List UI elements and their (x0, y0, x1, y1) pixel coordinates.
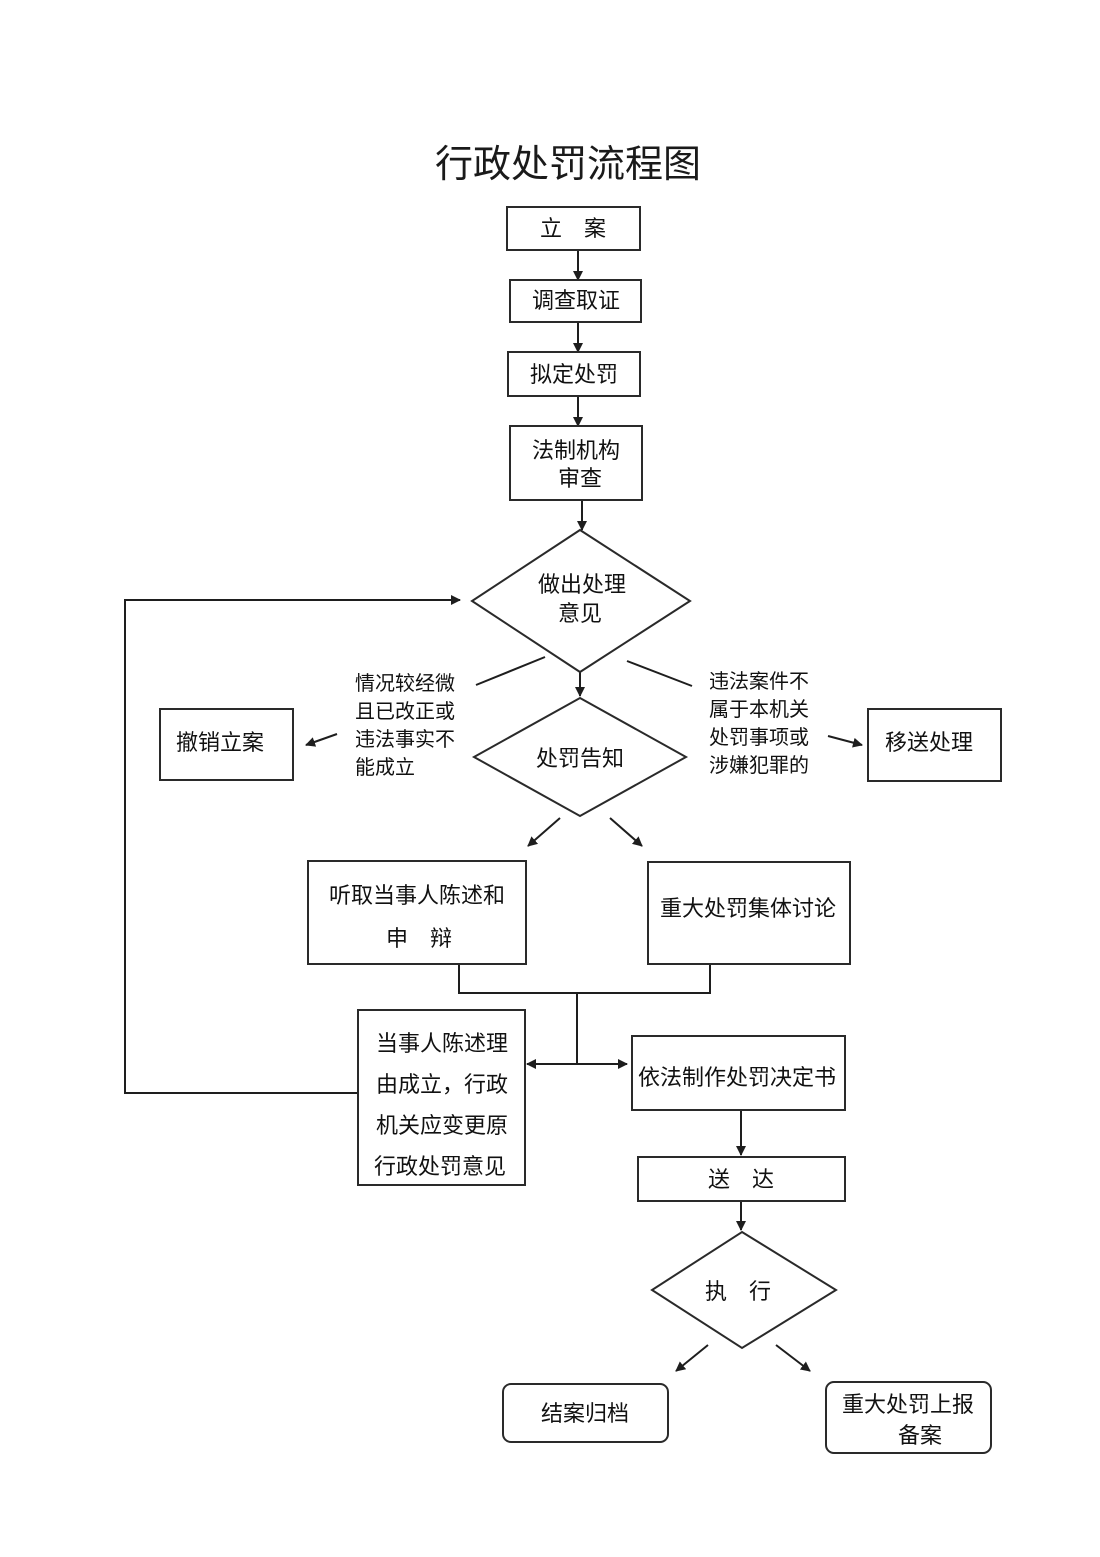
edge-zuochu-annotation-left (475, 656, 546, 686)
node-shangbao-label-1: 重大处罚上报 (842, 1393, 974, 1418)
annotation-right-line-1: 违法案件不 (709, 669, 809, 693)
node-shangbao-label-2: 备案 (898, 1424, 942, 1449)
edge-to-chexiao (305, 733, 338, 747)
node-chenshu-label-1: 当事人陈述理 (376, 1032, 508, 1057)
node-zhizuo-label: 依法制作处罚决定书 (638, 1066, 836, 1091)
edge-to-yisong (827, 735, 863, 748)
node-diaocha-label: 调查取证 (532, 289, 620, 314)
node-fazhi-label-1: 法制机构 (532, 439, 620, 464)
edge-zuochu-annotation-right (626, 660, 693, 687)
annotation-right: 违法案件不 属于本机关 处罚事项或 涉嫌犯罪的 (709, 669, 809, 777)
node-chenshu-label-4: 行政处罚意见 (374, 1155, 506, 1180)
node-diaocha: 调查取证 (509, 279, 642, 323)
node-tingqu-label-2: 申 辩 (386, 927, 452, 952)
edge-zhixing-shangbao (775, 1344, 811, 1372)
node-gaozhi: 处罚告知 (471, 696, 689, 818)
annotation-right-line-2: 属于本机关 (709, 697, 809, 721)
node-zhixing: 执 行 (650, 1230, 838, 1350)
node-tingqu: 听取当事人陈述和 申 辩 (307, 860, 527, 965)
annotation-left-line-1: 情况较经微 (355, 671, 455, 695)
edge-zhixing-jiean (675, 1344, 709, 1372)
node-zhixing-label: 执 行 (705, 1280, 771, 1305)
annotation-right-line-3: 处罚事项或 (709, 725, 809, 749)
node-jiean: 结案归档 (502, 1383, 669, 1443)
node-chenshu: 当事人陈述理 由成立，行政 机关应变更原 行政处罚意见 (357, 1009, 526, 1186)
connectors (124, 250, 863, 1372)
annotation-left-line-3: 违法事实不 (355, 727, 455, 751)
node-niding: 拟定处罚 (507, 351, 641, 397)
node-zhizuo: 依法制作处罚决定书 (631, 1035, 846, 1111)
node-niding-label: 拟定处罚 (530, 363, 618, 388)
node-jiean-label: 结案归档 (541, 1402, 629, 1427)
annotation-left-line-4: 能成立 (355, 755, 415, 779)
node-zhongda-label: 重大处罚集体讨论 (660, 897, 836, 922)
node-yisong: 移送处理 (867, 708, 1002, 782)
node-chexiao: 撤销立案 (159, 708, 294, 781)
edge-merge (458, 965, 711, 994)
edge-gaozhi-tingqu (527, 817, 561, 847)
chart-title: 行政处罚流程图 (435, 142, 701, 186)
node-fazhi-label-2: 审查 (558, 467, 602, 492)
node-shangbao: 重大处罚上报 备案 (825, 1381, 992, 1454)
node-chexiao-label: 撤销立案 (176, 731, 264, 756)
node-zhongda: 重大处罚集体讨论 (647, 861, 851, 965)
annotation-left-line-2: 且已改正或 (355, 699, 455, 723)
node-zuochu-label-2: 意见 (558, 602, 602, 627)
node-chenshu-label-2: 由成立，行政 (376, 1073, 508, 1098)
node-yisong-label: 移送处理 (885, 731, 973, 756)
node-tingqu-label-1: 听取当事人陈述和 (329, 884, 505, 909)
annotation-left: 情况较经微 且已改正或 违法事实不 能成立 (355, 671, 455, 779)
node-zuochu: 做出处理 意见 (470, 528, 692, 674)
node-lian: 立 案 (506, 206, 641, 251)
node-zuochu-label-1: 做出处理 (538, 573, 626, 598)
node-fazhi: 法制机构 审查 (509, 425, 643, 501)
node-songda-label: 送 达 (708, 1168, 774, 1193)
annotation-right-line-4: 涉嫌犯罪的 (709, 753, 809, 777)
edge-gaozhi-zhongda (609, 817, 643, 847)
node-gaozhi-label: 处罚告知 (536, 747, 624, 772)
edge-feedback-loop (124, 595, 461, 1094)
node-chenshu-label-3: 机关应变更原 (376, 1114, 508, 1139)
node-lian-label: 立 案 (540, 217, 606, 242)
node-songda: 送 达 (637, 1156, 846, 1202)
